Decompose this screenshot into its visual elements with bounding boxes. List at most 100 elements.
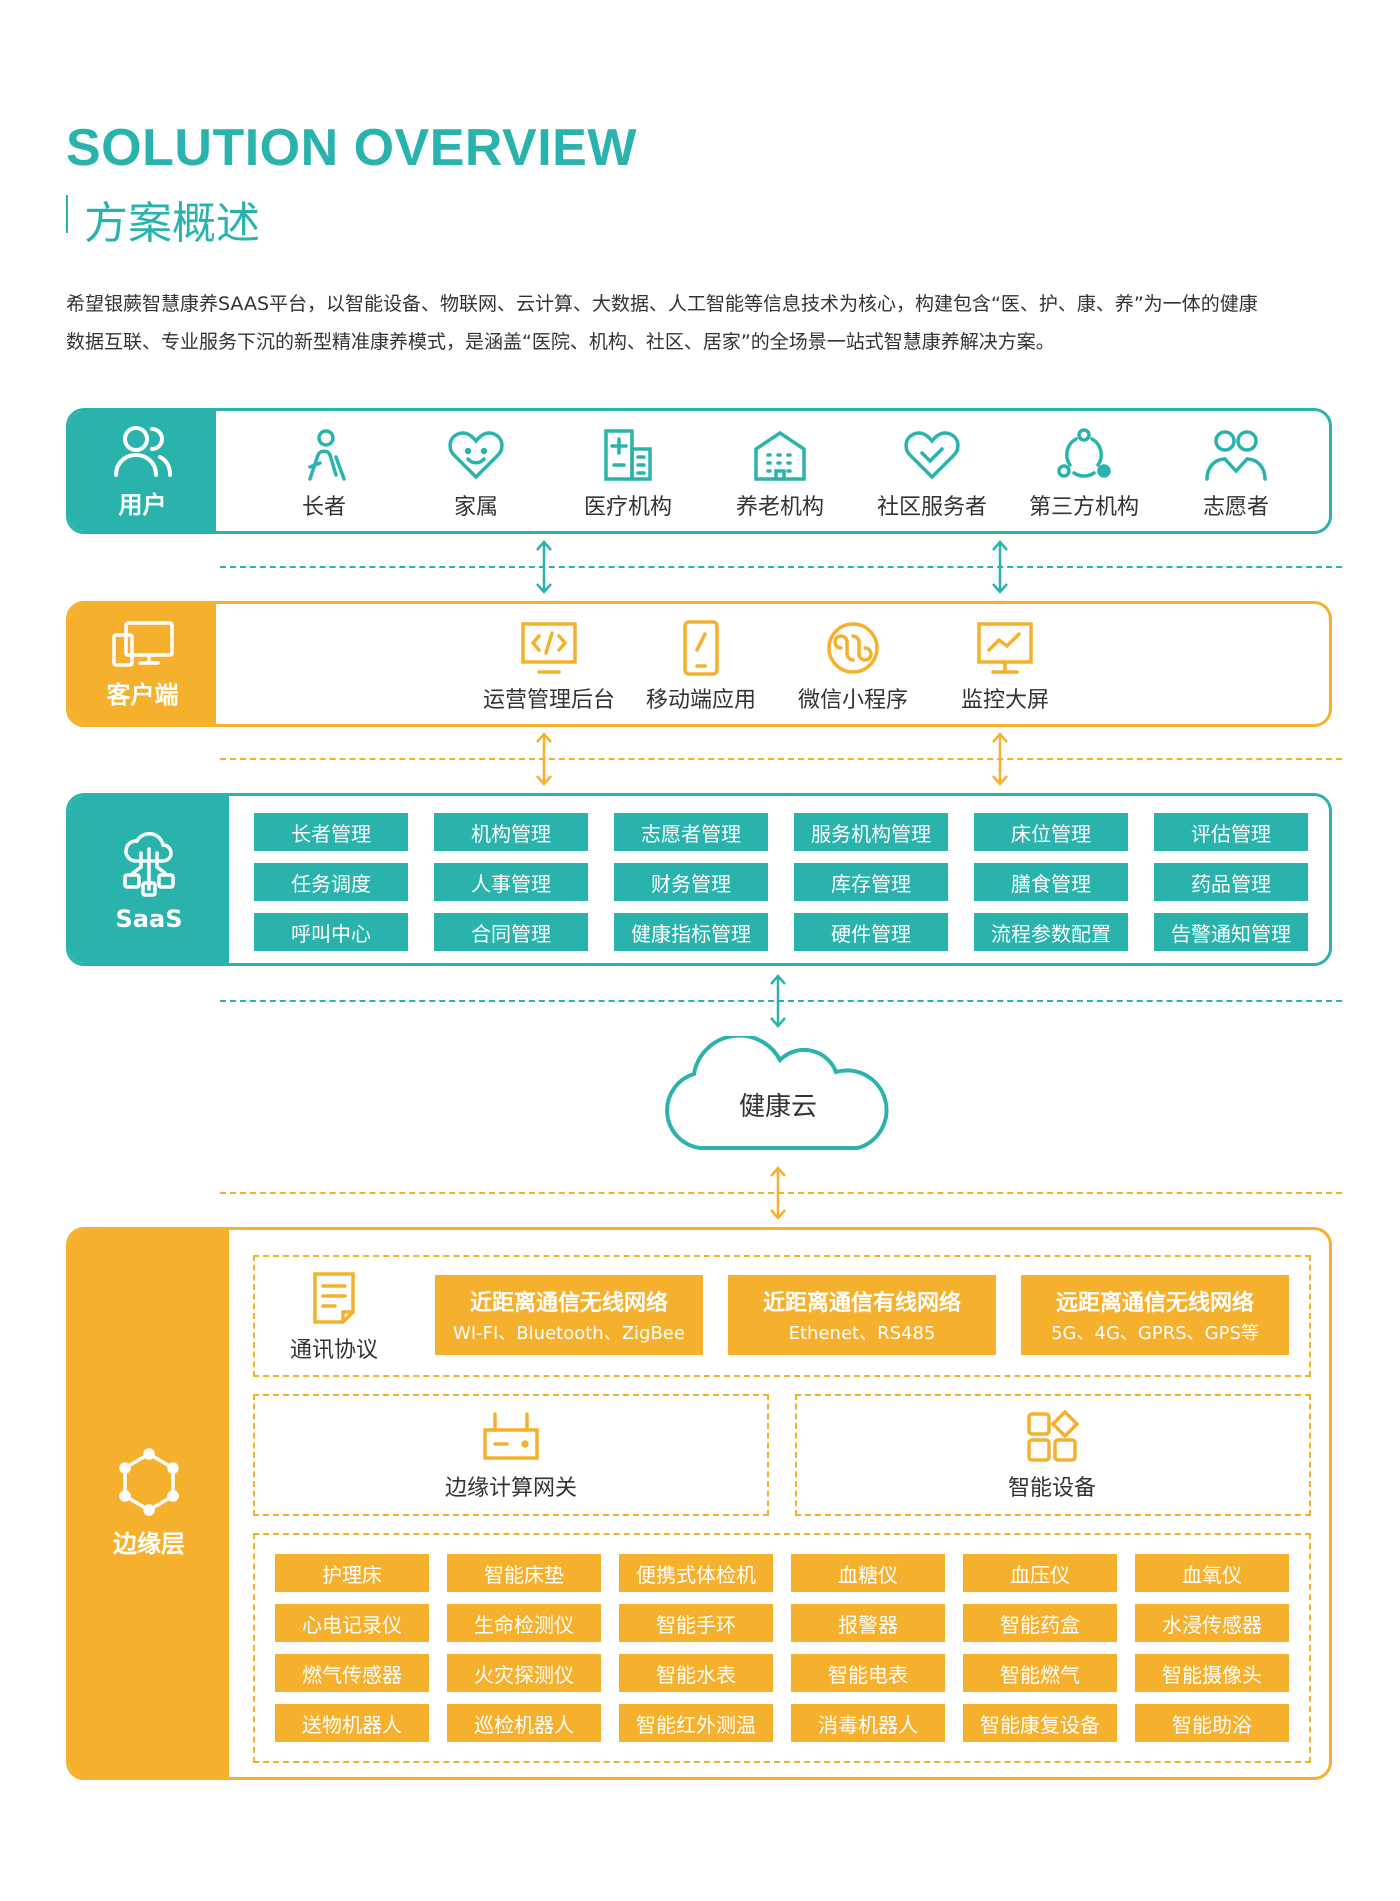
separator-users-client [220,566,1342,568]
intro-paragraph: 希望银蕨智慧康养SAAS平台，以智能设备、物联网、云计算、大数据、人工智能等信息… [66,285,1356,361]
device-item: 护理床 [275,1554,429,1592]
elder-icon [308,429,346,481]
user-community-worker-label: 社区服务者 [876,495,987,520]
network-short-wireless-sub: WI-FI、Bluetooth、ZigBee [453,1323,685,1344]
user-elderly-institution: 养老机构 [705,427,855,521]
saas-module: 库存管理 [794,863,948,901]
network-long-wireless-title: 远距离通信无线网络 [1055,1291,1254,1316]
device-item: 智能手环 [619,1604,773,1642]
user-volunteer-label: 志愿者 [1202,495,1269,520]
devices-icon [111,620,174,667]
saas-module: 药品管理 [1154,863,1308,901]
user-elder-label: 长者 [301,495,346,520]
heart-check-icon [904,431,960,480]
client-label: 客户端 [106,680,179,709]
phone-icon [683,620,719,676]
device-item: 智能药盒 [963,1604,1117,1642]
user-family: 家属 [401,427,551,521]
arrow-updown-icon [770,1166,786,1220]
saas-module: 服务机构管理 [794,813,948,851]
arrow-updown-icon [770,974,786,1028]
intro-line-1: 希望银蕨智慧康养SAAS平台，以智能设备、物联网、云计算、大数据、人工智能等信息… [66,293,1258,315]
client-layer: 客户端 运营管理后台 移动端应用 微信小程序 监控大屏 [66,601,1332,727]
smart-devices-section [795,1394,1311,1516]
smart-devices-label: 智能设备 [1007,1476,1096,1501]
client-mobile-app: 移动端应用 [626,620,776,714]
cycle-nodes-icon [1057,428,1111,478]
health-cloud-icon [665,1036,889,1150]
mini-program-icon [827,622,879,674]
health-cloud-label: 健康云 [739,1092,818,1122]
device-item: 智能红外测温 [619,1704,773,1742]
separator-cloud-edge [220,1192,1342,1194]
user-community-worker: 社区服务者 [857,427,1007,521]
router-icon [483,1412,539,1460]
protocol-block: 通讯协议 [259,1270,409,1364]
edge-layer: 边缘层 通讯协议 近距离通信无线网络 WI-FI、Bluetooth、ZigBe… [66,1227,1332,1780]
device-item: 水浸传感器 [1135,1604,1289,1642]
saas-module: 人事管理 [434,863,588,901]
saas-module: 志愿者管理 [614,813,768,851]
separator-saas-cloud [220,1000,1342,1002]
gateway-block: 边缘计算网关 [436,1410,586,1502]
arrow-updown-icon [536,540,552,594]
saas-module: 机构管理 [434,813,588,851]
edge-label: 边缘层 [113,1530,185,1558]
network-long-wireless: 远距离通信无线网络 5G、4G、GPRS、GPS等 [1021,1275,1289,1355]
chart-monitor-icon [977,622,1033,674]
title-chinese: 方案概述 [84,198,260,249]
network-short-wired: 近距离通信有线网络 Ethenet、RS485 [728,1275,996,1355]
saas-module: 评估管理 [1154,813,1308,851]
device-item: 血糖仪 [791,1554,945,1592]
client-monitor-screen: 监控大屏 [930,620,1080,714]
edge-side-panel: 边缘层 [69,1230,229,1777]
hexagon-network-icon [119,1448,179,1516]
network-short-wireless-title: 近距离通信无线网络 [469,1291,668,1316]
saas-module: 财务管理 [614,863,768,901]
client-wechat-miniprogram: 微信小程序 [778,620,928,714]
user-medical-institution-label: 医疗机构 [583,495,672,520]
saas-module: 合同管理 [434,913,588,951]
arrow-updown-icon [992,540,1008,594]
heart-smile-icon [448,431,504,480]
saas-layer: SaaS 长者管理机构管理志愿者管理服务机构管理床位管理评估管理任务调度人事管理… [66,793,1332,966]
network-short-wired-title: 近距离通信有线网络 [762,1291,961,1316]
device-item: 智能助浴 [1135,1704,1289,1742]
user-volunteer: 志愿者 [1161,427,1311,521]
user-third-party-label: 第三方机构 [1028,495,1139,520]
saas-module: 膳食管理 [974,863,1128,901]
arrow-updown-icon [992,732,1008,786]
user-elderly-institution-label: 养老机构 [735,495,824,520]
client-ops-backend-label: 运营管理后台 [482,688,615,713]
network-long-wireless-sub: 5G、4G、GPRS、GPS等 [1051,1323,1259,1344]
building-icon [754,430,806,481]
device-item: 心电记录仪 [275,1604,429,1642]
saas-module: 告警通知管理 [1154,913,1308,951]
users-icon [113,425,172,477]
saas-label: SaaS [115,904,183,933]
device-item: 血氧仪 [1135,1554,1289,1592]
protocol-label: 通讯协议 [289,1338,378,1363]
network-short-wireless: 近距离通信无线网络 WI-FI、Bluetooth、ZigBee [435,1275,703,1355]
device-list-section [253,1533,1311,1763]
app-grid-icon [1027,1410,1079,1462]
saas-module: 床位管理 [974,813,1128,851]
gateway-label: 边缘计算网关 [444,1476,577,1501]
users-label: 用户 [118,490,167,519]
client-monitor-screen-label: 监控大屏 [960,688,1049,713]
title-accent-bar [66,195,68,233]
intro-line-2: 数据互联、专业服务下沉的新型精准康养模式，是涵盖“医院、机构、社区、居家”的全场… [66,331,1055,353]
device-item: 智能床垫 [447,1554,601,1592]
saas-module: 硬件管理 [794,913,948,951]
device-item: 智能电表 [791,1654,945,1692]
client-wechat-miniprogram-label: 微信小程序 [797,688,908,713]
code-monitor-icon [521,622,577,674]
device-item: 智能摄像头 [1135,1654,1289,1692]
saas-module: 任务调度 [254,863,408,901]
protocol-section [253,1255,1311,1377]
users-side-panel: 用户 [69,411,216,531]
document-icon [313,1272,355,1324]
network-short-wired-sub: Ethenet、RS485 [788,1323,936,1344]
device-item: 智能燃气 [963,1654,1117,1692]
device-item: 巡检机器人 [447,1704,601,1742]
